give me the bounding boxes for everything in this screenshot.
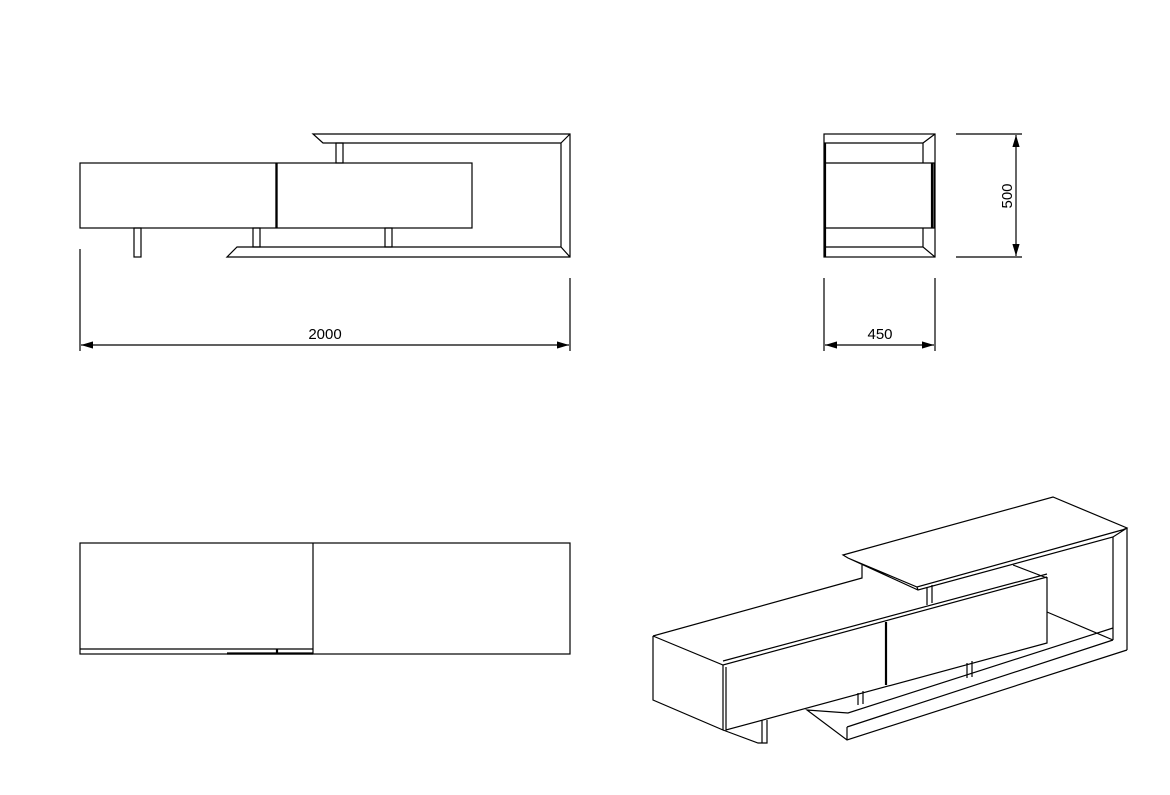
cabinet-front <box>722 573 1048 731</box>
post <box>252 227 261 248</box>
cabinet-top <box>652 565 1048 666</box>
width-dimension-label: 2000 <box>308 326 341 343</box>
front-view: 2000 <box>79 133 571 351</box>
height-dimension-label: 500 <box>999 183 1016 208</box>
bottom-frame <box>805 564 1128 741</box>
right-panel <box>1112 528 1128 650</box>
shelf-post <box>335 142 344 164</box>
side-view: 500 450 <box>823 133 1022 351</box>
top-outline <box>79 542 571 655</box>
right-drawer <box>276 162 473 229</box>
side-details <box>824 133 936 258</box>
side-outline <box>823 133 936 258</box>
left-drawer <box>79 162 277 229</box>
cabinet-side <box>652 636 724 731</box>
post <box>384 227 393 248</box>
leg <box>133 227 142 258</box>
depth-dimension-label: 450 <box>867 326 892 343</box>
isometric-view <box>652 496 1129 744</box>
legs <box>722 585 973 744</box>
top-shelf-frame <box>225 133 571 258</box>
top-shelf <box>841 496 1129 591</box>
top-view <box>79 542 571 655</box>
